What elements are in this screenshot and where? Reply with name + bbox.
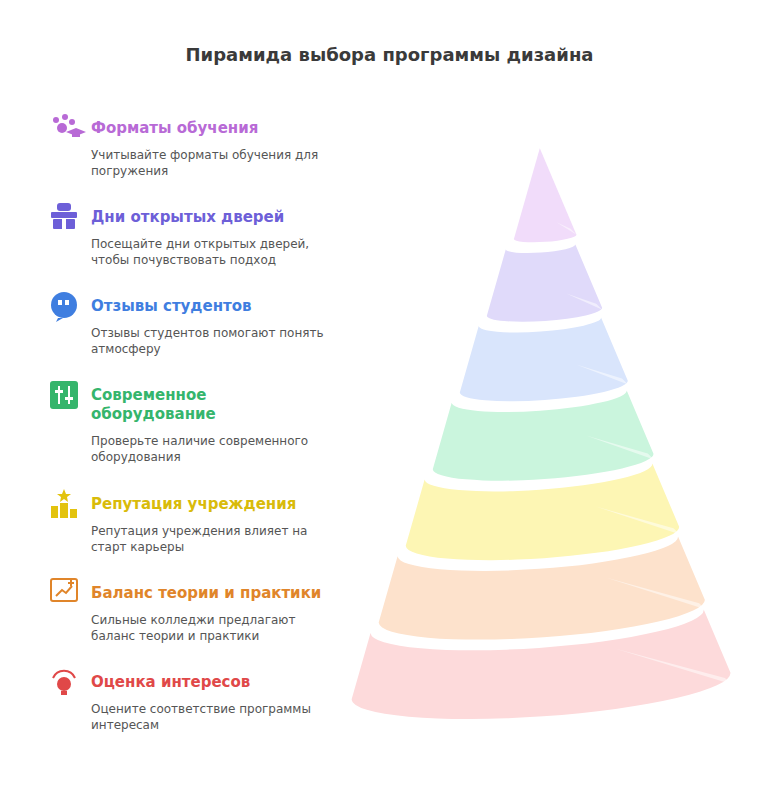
item-description: Оцените соответствие программы интересам	[91, 701, 316, 733]
list-item: Баланс теории и практикиСильные колледжи…	[91, 584, 341, 644]
item-heading: Форматы обучения	[91, 119, 331, 138]
spiral-band	[508, 146, 577, 244]
list-item: Репутация учрежденияРепутация учреждения…	[91, 495, 341, 555]
band-highlight	[576, 364, 628, 384]
band-highlight	[606, 578, 705, 610]
spiral-band	[401, 462, 680, 568]
spiral-band	[428, 389, 654, 487]
spiral-band	[374, 535, 706, 649]
item-heading: Дни открытых дверей	[91, 208, 331, 227]
spiral-band	[347, 608, 732, 729]
item-heading: Репутация учреждения	[91, 495, 341, 514]
icon-reviews	[51, 292, 77, 322]
band-highlight	[586, 435, 654, 459]
icon-open-doors	[51, 203, 77, 229]
item-heading: Оценка интересов	[91, 673, 341, 692]
icon-reputation	[51, 489, 77, 518]
spiral-bands	[347, 146, 732, 730]
list-item: Современное оборудованиеПроверьте наличи…	[91, 386, 341, 465]
icon-balance	[51, 579, 77, 601]
item-description: Репутация учреждения влияет на старт кар…	[91, 523, 336, 555]
list-item: Оценка интересовОцените соответствие про…	[91, 673, 341, 733]
list-item: Форматы обученияУчитывайте форматы обуче…	[91, 119, 341, 179]
item-heading: Современное оборудование	[91, 386, 241, 424]
band-highlight	[616, 649, 731, 684]
list-item: Отзывы студентовОтзывы студентов помогаю…	[91, 297, 341, 357]
icon-equipment	[50, 381, 78, 409]
icon-interests	[53, 671, 75, 695]
band-highlight	[556, 222, 576, 235]
spiral-band	[482, 243, 602, 325]
icon-formats	[53, 114, 86, 137]
item-heading: Отзывы студентов	[91, 297, 331, 316]
item-description: Учитывайте форматы обучения для погружен…	[91, 147, 326, 179]
list-item: Дни открытых дверейПосещайте дни открыты…	[91, 208, 341, 268]
item-description: Отзывы студентов помогают понять атмосфе…	[91, 325, 326, 357]
spiral-band	[455, 316, 628, 406]
item-description: Посещайте дни открытых дверей, чтобы поч…	[91, 236, 316, 268]
band-highlight	[596, 507, 680, 535]
band-highlight	[566, 293, 602, 309]
item-description: Проверьте наличие современного оборудова…	[91, 433, 316, 465]
diagram-title: Пирамида выбора программы дизайна	[0, 44, 779, 65]
item-description: Сильные колледжи предлагают баланс теори…	[91, 612, 341, 644]
item-heading: Баланс теории и практики	[91, 584, 341, 603]
